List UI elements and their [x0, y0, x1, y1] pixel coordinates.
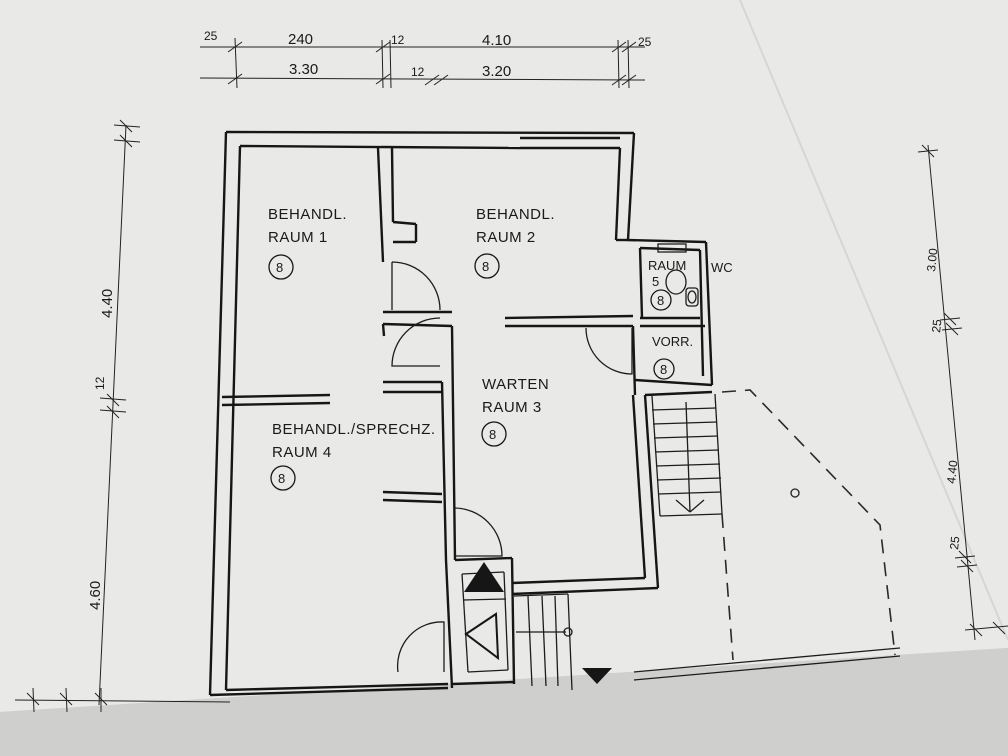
room-1-badge: 8 [276, 260, 283, 275]
dim-right-300: 3.00 [924, 247, 940, 272]
dim-top-330: 3.30 [289, 61, 318, 78]
step-arrow-icon [582, 668, 612, 684]
room-5-line2: 5 [652, 274, 659, 289]
room-4-badge: 8 [278, 471, 285, 486]
dim-right-440: 4.40 [944, 459, 960, 484]
dim-right-25-upper: 25 [929, 318, 944, 333]
room-3-line1: WARTEN [482, 376, 549, 393]
room-2-line1: BEHANDL. [476, 206, 555, 223]
room-1-line2: RAUM 1 [268, 229, 328, 246]
filled-triangle-marker [464, 562, 504, 592]
entrance-area [444, 556, 516, 689]
door-warten [585, 327, 633, 375]
door-raum1 [391, 261, 441, 311]
room-6-line1: VORR. [652, 334, 693, 349]
dim-top-25-left: 25 [204, 29, 218, 43]
dim-top-410: 4.10 [482, 32, 511, 49]
dim-left-440: 4.40 [99, 289, 116, 318]
wc-fixtures [657, 243, 699, 307]
room-5-line1: RAUM [648, 258, 686, 273]
right-dimension-line [917, 144, 1008, 641]
outline-triangle-marker [464, 612, 500, 661]
door-raum2 [391, 317, 441, 367]
room-1-line1: BEHANDL. [268, 206, 347, 223]
dim-left-460: 4.60 [87, 581, 104, 610]
room-3-label: WARTEN RAUM 3 8 [481, 376, 549, 447]
doors [391, 261, 633, 673]
room-4-label: BEHANDL./SPRECHZ. RAUM 4 8 [270, 421, 436, 491]
room-4-line1: BEHANDL./SPRECHZ. [272, 421, 436, 438]
room-3-line2: RAUM 3 [482, 399, 542, 416]
staircase [651, 393, 723, 517]
outside-steps [513, 593, 901, 691]
paper-sheet [0, 0, 1008, 712]
dim-top-25-right: 25 [638, 35, 652, 49]
room-5-wc: WC [711, 260, 733, 275]
top-dimension-lines [199, 37, 646, 89]
dim-top-12-lower: 12 [411, 65, 425, 79]
room-3-badge: 8 [489, 427, 496, 442]
left-dimension-line [14, 119, 231, 713]
door-entrance [454, 507, 503, 557]
room-6-badge: 8 [660, 362, 667, 377]
room-4-line2: RAUM 4 [272, 444, 332, 461]
dim-right-25-lower: 25 [947, 535, 962, 550]
dim-top-12: 12 [391, 33, 405, 47]
room-5-badge: 8 [657, 293, 664, 308]
room-2-line2: RAUM 2 [476, 229, 536, 246]
room-5-label: RAUM 5 WC 8 [648, 258, 733, 311]
dim-top-240: 240 [288, 31, 313, 48]
exterior-walls [208, 130, 660, 697]
dim-left-12: 12 [93, 376, 107, 390]
paper-sheet-lower [0, 648, 1008, 756]
interior-walls [221, 147, 714, 561]
room-2-label: BEHANDL. RAUM 2 8 [474, 206, 555, 279]
dim-top-320: 3.20 [482, 63, 511, 80]
paper-fold [739, 0, 1008, 641]
marker-circle [790, 488, 800, 498]
room-1-label: BEHANDL. RAUM 1 8 [268, 206, 347, 280]
room-6-label: VORR. 8 [652, 334, 693, 380]
room-2-badge: 8 [482, 259, 489, 274]
door-raum4 [396, 621, 445, 673]
dashed-outline [721, 389, 896, 661]
